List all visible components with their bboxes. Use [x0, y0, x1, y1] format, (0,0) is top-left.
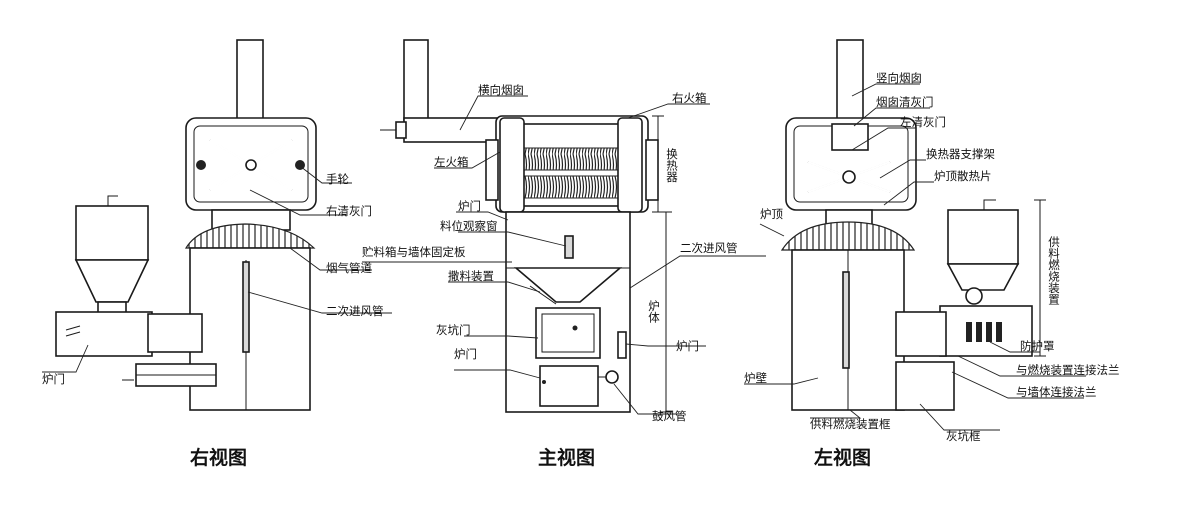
- label-wall-flange: 与墙体连接法兰: [1016, 385, 1097, 399]
- label-chimney-ash-door: 烟囱清灰门: [876, 95, 934, 109]
- label-protective-cover: 防护罩: [1020, 339, 1055, 353]
- ash-door-cross: [209, 139, 293, 191]
- label-horizontal-chimney: 横向烟囱: [478, 83, 524, 97]
- left-ash-door-cross: [807, 160, 891, 194]
- title-main-view: 主视图: [538, 446, 595, 469]
- main-view-leaders: [362, 95, 766, 415]
- label-sight-window: 料位观察窗: [440, 219, 498, 233]
- label-furnace-wall: 炉壁: [744, 371, 767, 385]
- label-flue-duct: 烟气管道: [326, 261, 372, 275]
- label-feed-burner-frame: 供料燃烧装置框: [810, 417, 891, 431]
- label-blower-pipe: 鼓风管: [652, 409, 687, 423]
- label-furnace-door-top: 炉门: [458, 199, 481, 213]
- label-furnace-door-right: 炉门: [42, 372, 65, 386]
- left-view-drawing: [744, 39, 1086, 431]
- label-heat-exchanger: 换热器: [665, 147, 679, 183]
- left-view-leaders: [744, 83, 1086, 431]
- protective-cover-grille: [966, 322, 1002, 342]
- main-view-drawing: [362, 39, 766, 415]
- label-furnace-door-side: 炉门: [676, 339, 699, 353]
- label-furnace-body: 炉体: [647, 300, 661, 323]
- title-left-view: 左视图: [814, 446, 871, 469]
- right-view-drawing: [42, 39, 392, 411]
- label-burner-flange: 与燃烧装置连接法兰: [1016, 363, 1120, 377]
- label-right-ash-door: 右清灰门: [326, 204, 372, 218]
- title-right-view: 右视图: [189, 446, 247, 469]
- label-secondary-air-pipe-main: 二次进风管: [680, 241, 738, 255]
- label-left-fire-box: 左火箱: [434, 155, 469, 169]
- label-exchanger-bracket: 换热器支撑架: [926, 147, 995, 161]
- label-vertical-chimney: 竖向烟囱: [876, 71, 922, 85]
- label-spreader: 撒料装置: [448, 269, 494, 283]
- label-right-fire-box: 右火箱: [672, 91, 707, 105]
- label-secondary-air-pipe-right: 二次进风管: [326, 304, 384, 318]
- label-left-ash-door: 左清灰门: [900, 115, 946, 129]
- label-handwheel: 手轮: [326, 172, 349, 186]
- label-top-fins: 炉顶散热片: [934, 169, 992, 183]
- label-furnace-top: 炉顶: [760, 207, 783, 221]
- label-bin-fixing-plate: 贮料箱与墙体固定板: [362, 245, 466, 259]
- label-feed-burner-device: 供料燃烧装置: [1047, 235, 1061, 305]
- label-ash-pit-frame: 灰坑框: [946, 429, 981, 443]
- label-furnace-door-lower: 炉门: [454, 347, 477, 361]
- right-view-leaders: [42, 162, 392, 373]
- handwheel-knob-left: [196, 160, 206, 170]
- label-ash-pit-door: 灰坑门: [436, 323, 471, 337]
